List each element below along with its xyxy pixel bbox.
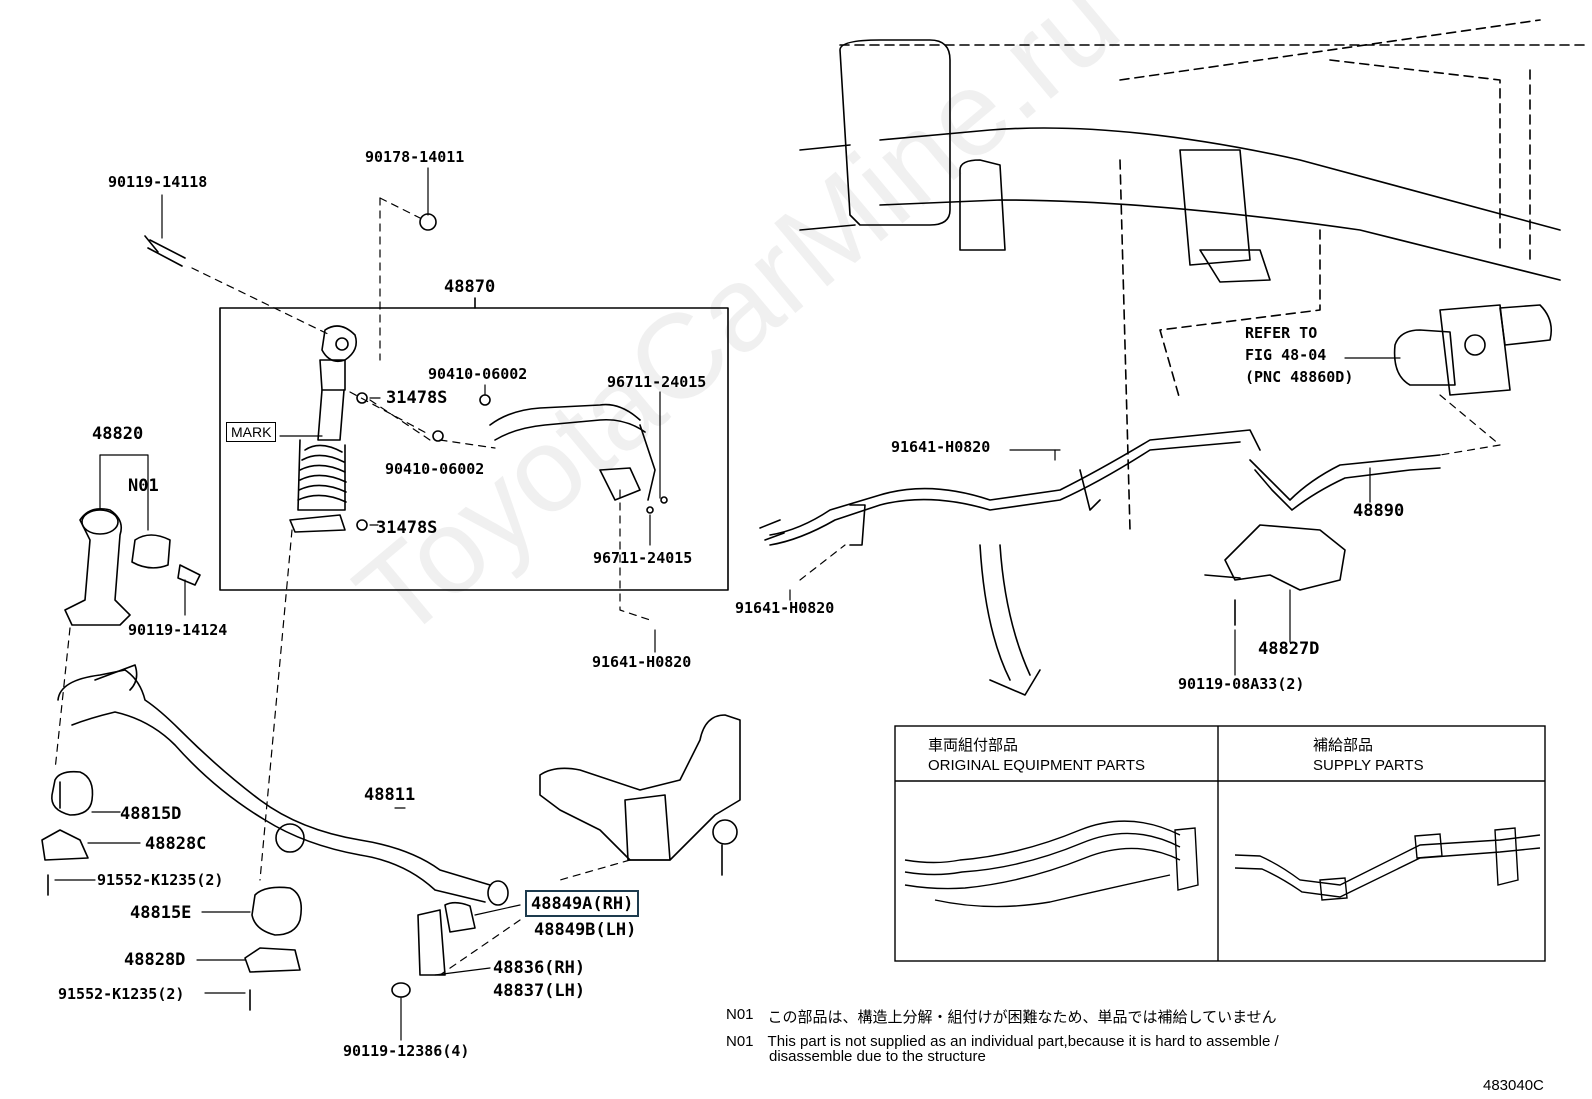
- note-en-text-2: disassemble due to the structure: [769, 1048, 986, 1065]
- table-col2-jp: 補給部品: [1313, 737, 1374, 754]
- label-48849A-RH: 48849A(RH): [531, 894, 634, 914]
- label-91641-H0820-mid: 91641-H0820: [735, 599, 835, 617]
- note-en: N01 This part is not supplied as an indi…: [726, 1033, 1279, 1065]
- mark-box: MARK: [226, 422, 277, 442]
- label-91552-K1235-bottom: 91552-K1235(2): [58, 985, 185, 1003]
- lower-control-arm: [539, 714, 741, 876]
- stabilizer-link: [64, 507, 201, 626]
- refer-line-1: REFER TO: [1245, 324, 1318, 342]
- label-91641-H0820-bottom: 91641-H0820: [592, 653, 692, 671]
- refer-line-3: (PNC 48860D): [1245, 368, 1354, 386]
- label-48890: 48890: [1353, 501, 1405, 521]
- leader-lines: [54, 167, 1401, 1041]
- shock-absorber: [289, 325, 358, 533]
- label-96711-24015-bottom: 96711-24015: [593, 549, 693, 567]
- label-48820: 48820: [92, 424, 144, 444]
- label-48849B-LH: 48849B(LH): [534, 920, 637, 940]
- note-jp: N01 この部品は、構造上分解・組付けが困難なため、単品では補給していません: [726, 1006, 1277, 1027]
- label-90119-14118: 90119-14118: [108, 173, 208, 191]
- dashed-connectors: [54, 197, 1501, 976]
- label-48815E: 48815E: [130, 903, 192, 923]
- label-90119-12386: 90119-12386(4): [343, 1042, 470, 1060]
- label-90410-06002-top: 90410-06002: [428, 365, 528, 383]
- table-col1-en: ORIGINAL EQUIPMENT PARTS: [928, 757, 1145, 774]
- table-col1-jp: 車両組付部品: [928, 737, 1019, 754]
- protector: [1204, 524, 1346, 626]
- vehicle-frame: [839, 19, 1591, 531]
- vehicle-frame-solid: [799, 39, 1561, 283]
- label-31478S-top: 31478S: [386, 388, 448, 408]
- parts-table: [894, 725, 1546, 962]
- note-en-key: N01: [726, 1033, 754, 1050]
- note-jp-key: N01: [726, 1006, 754, 1023]
- note-en-text: This part is not supplied as an individu…: [767, 1033, 1279, 1050]
- label-90119-14124: 90119-14124: [128, 621, 228, 639]
- valve-assembly: [1393, 304, 1553, 396]
- label-48836-RH: 48836(RH): [493, 958, 586, 978]
- label-48827D: 48827D: [1258, 639, 1320, 659]
- label-48828D: 48828D: [124, 950, 186, 970]
- label-96711-24015-top: 96711-24015: [607, 373, 707, 391]
- label-31478S-bottom: 31478S: [376, 518, 438, 538]
- stabilizer-bar: [57, 664, 509, 906]
- nut-90178: [419, 213, 437, 231]
- hoses: [489, 403, 668, 514]
- label-91552-K1235-top: 91552-K1235(2): [97, 871, 224, 889]
- box-48870: [219, 307, 729, 591]
- label-90178-14011: 90178-14011: [365, 148, 465, 166]
- refer-line-2: FIG 48-04: [1245, 346, 1327, 364]
- label-48815D: 48815D: [120, 804, 182, 824]
- label-48837-LH: 48837(LH): [493, 981, 586, 1001]
- label-90410-06002-bottom: 90410-06002: [385, 460, 485, 478]
- label-48811: 48811: [364, 785, 416, 805]
- figure-code: 483040C: [1483, 1077, 1544, 1094]
- label-48828C: 48828C: [145, 834, 207, 854]
- label-48870: 48870: [444, 277, 496, 297]
- label-N01: N01: [128, 476, 159, 496]
- label-91641-H0820-top: 91641-H0820: [891, 438, 991, 456]
- highlighted-part: 48849A(RH): [525, 890, 640, 917]
- label-90119-08A33: 90119-08A33(2): [1178, 675, 1305, 693]
- table-col2-en: SUPPLY PARTS: [1313, 757, 1424, 774]
- pressure-tubes: [759, 429, 1441, 546]
- note-jp-text: この部品は、構造上分解・組付けが困難なため、単品では補給していません: [767, 1009, 1277, 1026]
